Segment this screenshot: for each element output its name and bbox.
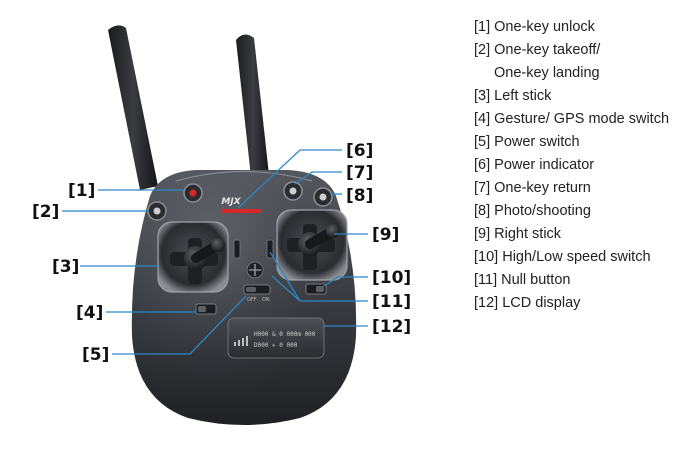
leader-10 (323, 276, 368, 287)
takeoff-landing-button[interactable] (147, 201, 167, 221)
legend-item: [3] Left stick (474, 88, 552, 104)
legend-item: [12] LCD display (474, 295, 581, 311)
center-left-switch[interactable] (233, 239, 241, 259)
leader-11 (269, 251, 368, 302)
callout-2: [2] (32, 202, 59, 222)
legend-item: [8] Photo/shooting (474, 203, 591, 219)
legend-item: [1] One-key unlock (474, 19, 596, 35)
unlock-button[interactable] (183, 183, 203, 203)
callout-10: [10] (372, 268, 411, 288)
callout-11: [11] (372, 292, 411, 312)
callout-7: [7] (346, 163, 373, 183)
legend-item: [4] Gesture/ GPS mode switch (474, 111, 669, 127)
speed-switch[interactable] (305, 283, 327, 295)
callout-9: [9] (372, 225, 399, 245)
callout-6: [6] (346, 141, 373, 161)
callout-labels: [1] [2] [3] [4] [5] [6] [7] [8] [9] [10]… (32, 141, 411, 365)
leader-5 (112, 295, 247, 355)
legend-item: [9] Right stick (474, 226, 562, 242)
switch-off-label: OFF (247, 297, 257, 303)
callout-3: [3] (52, 257, 79, 277)
legend-item: [5] Power switch (474, 134, 580, 150)
photo-shooting-button[interactable] (313, 187, 333, 207)
power-indicator (221, 209, 261, 213)
mode-switch[interactable] (195, 303, 217, 315)
legend-item-continuation: One-key landing (494, 65, 600, 81)
left-stick[interactable] (157, 221, 229, 293)
power-switch[interactable]: OFF ON (243, 284, 271, 303)
callout-4: [4] (76, 303, 103, 323)
callout-5: [5] (82, 345, 109, 365)
callout-8: [8] (346, 186, 373, 206)
right-antenna (236, 34, 270, 186)
callout-12: [12] (372, 317, 411, 337)
legend-item: [11] Null button (474, 272, 570, 288)
legend-item: [6] Power indicator (474, 157, 594, 173)
legend-item: [7] One-key return (474, 180, 591, 196)
legend: [1] One-key unlock [2] One-key takeoff/ … (474, 19, 669, 311)
switch-on-label: ON (262, 297, 270, 303)
legend-item: [10] High/Low speed switch (474, 249, 651, 265)
leader-6 (237, 149, 342, 209)
return-button[interactable] (283, 181, 303, 201)
null-button[interactable] (246, 261, 264, 279)
brand-logo: MJX (221, 197, 241, 207)
lcd-line-1: H000 & 0 000m 000 (254, 331, 316, 338)
lcd-display: H000 & 0 000m 000 D000 ✈ 0 000 (227, 317, 325, 359)
callout-1: [1] (68, 181, 95, 201)
leader-lines (62, 149, 368, 355)
left-antenna (108, 25, 158, 190)
legend-item: [2] One-key takeoff/ (474, 42, 601, 58)
leader-7 (294, 171, 342, 185)
lcd-line-2: D000 ✈ 0 000 (254, 342, 298, 349)
right-stick[interactable] (276, 209, 348, 281)
